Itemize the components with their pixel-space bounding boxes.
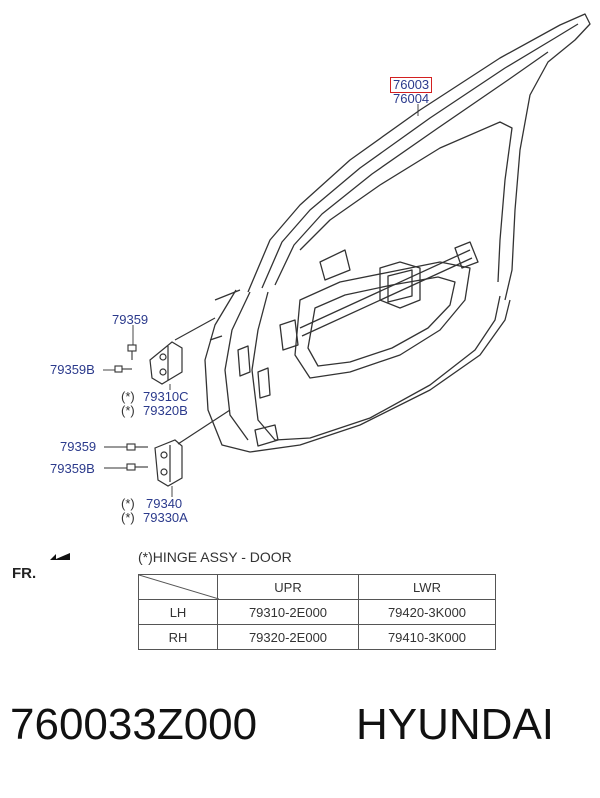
door-exploded-diagram	[50, 13, 591, 560]
table-corner-cell	[138, 574, 219, 600]
front-marker: FR.	[12, 565, 37, 582]
table-cell-side: RH	[138, 624, 218, 650]
label-bolt-upper-2[interactable]: 79359B	[50, 362, 95, 377]
table-cell-upr[interactable]: 79320-2E000	[217, 624, 359, 650]
hinge-table-note: (*)HINGE ASSY - DOOR	[138, 549, 292, 565]
footer-part-number: 760033Z000	[10, 700, 258, 749]
asterisk-lower-1: (*)	[121, 496, 135, 511]
asterisk-upper-2: (*)	[121, 403, 135, 418]
label-hinge-upper-2[interactable]: 79320B	[143, 403, 188, 418]
label-hinge-upper-1[interactable]: 79310C	[143, 389, 189, 404]
label-hinge-lower-2[interactable]: 79330A	[143, 510, 188, 525]
table-cell-lwr[interactable]: 79420-3K000	[358, 599, 496, 625]
label-bolt-lower-2[interactable]: 79359B	[50, 461, 95, 476]
label-door-panel-alt[interactable]: 76004	[393, 91, 430, 106]
label-door-panel[interactable]: 76003	[390, 77, 433, 93]
upper-hinge	[149, 317, 216, 385]
front-arrow-icon	[50, 553, 70, 560]
hinge-assy-table: UPR LWR LH 79310-2E000 79420-3K000 RH 79…	[138, 574, 496, 650]
table-row: LH 79310-2E000 79420-3K000	[138, 599, 496, 625]
table-header-row: UPR LWR	[138, 574, 496, 600]
table-cell-upr[interactable]: 79310-2E000	[217, 599, 359, 625]
lower-hinge	[154, 409, 231, 487]
label-bolt-lower-1[interactable]: 79359	[60, 439, 97, 454]
leader-lines	[103, 104, 419, 497]
asterisk-upper-1: (*)	[121, 389, 135, 404]
label-bolt-upper-1[interactable]: 79359	[112, 312, 149, 327]
asterisk-lower-2: (*)	[121, 510, 135, 525]
footer-brand: HYUNDAI	[356, 700, 555, 749]
table-header-lwr: LWR	[358, 574, 496, 600]
table-cell-side: LH	[138, 599, 218, 625]
lower-bolts	[126, 443, 148, 471]
label-hinge-lower-1[interactable]: 79340	[146, 496, 183, 511]
table-row: RH 79320-2E000 79410-3K000	[138, 624, 496, 650]
upper-bolts	[114, 344, 137, 373]
table-cell-lwr[interactable]: 79410-3K000	[358, 624, 496, 650]
door-outline	[204, 13, 591, 453]
table-header-upr: UPR	[217, 574, 359, 600]
